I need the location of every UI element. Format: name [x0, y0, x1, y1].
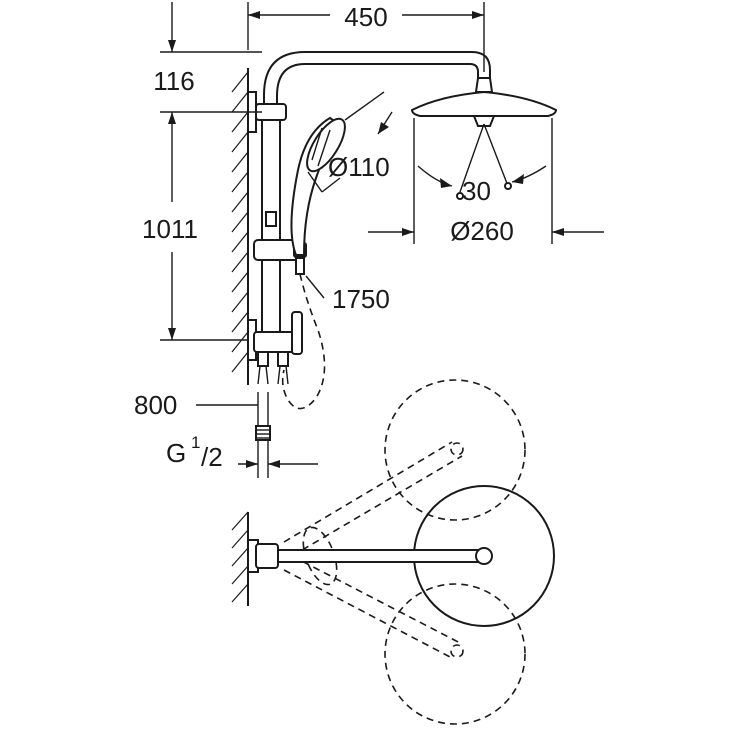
dim-inlet-spacing: 800 [134, 390, 258, 420]
side-elevation [231, 51, 558, 478]
dim-inlet-spacing-text: 800 [134, 390, 177, 420]
dim-head-tilt-text: 30 [462, 176, 491, 206]
hand-shower [290, 116, 346, 275]
swivel-position-upper [384, 379, 526, 521]
dim-height-text: 1011 [142, 214, 198, 244]
wall-hatching [231, 71, 249, 373]
wall-section [231, 68, 249, 385]
shower-hose [281, 273, 326, 410]
plan-wall [231, 511, 249, 606]
dimension-lines: 450 116 1011 Ø110 [134, 2, 604, 472]
dim-hose-length-text: 1750 [332, 284, 390, 314]
dim-hand-shower-diameter-text: Ø110 [328, 152, 390, 182]
dim-head-diameter-text: Ø260 [450, 216, 514, 246]
shower-head [410, 77, 558, 127]
shower-arm-plan [247, 539, 493, 573]
dim-thread-numerator: 1 [191, 433, 200, 452]
dim-total-width: 450 [247, 2, 485, 72]
mixer-body [247, 311, 303, 385]
dim-top-offset-text: 116 [153, 66, 194, 96]
dim-top-offset: 116 [153, 2, 262, 124]
dim-height: 1011 [142, 124, 248, 341]
swivel-position-lower [384, 583, 526, 725]
tilt-indicator [417, 123, 547, 200]
dim-hand-shower-diameter: Ø110 [307, 91, 393, 193]
plan-view [231, 379, 555, 725]
dim-thread: G 1 /2 [166, 433, 318, 472]
slider-stop [265, 211, 277, 227]
dim-hose-length: 1750 [305, 275, 390, 314]
dim-head-diameter: Ø260 [368, 118, 604, 246]
dim-total-width-text: 450 [344, 2, 387, 32]
dim-thread-denominator: /2 [201, 442, 223, 472]
dim-thread-base: G [166, 438, 186, 468]
inlet-pipe [255, 392, 271, 478]
